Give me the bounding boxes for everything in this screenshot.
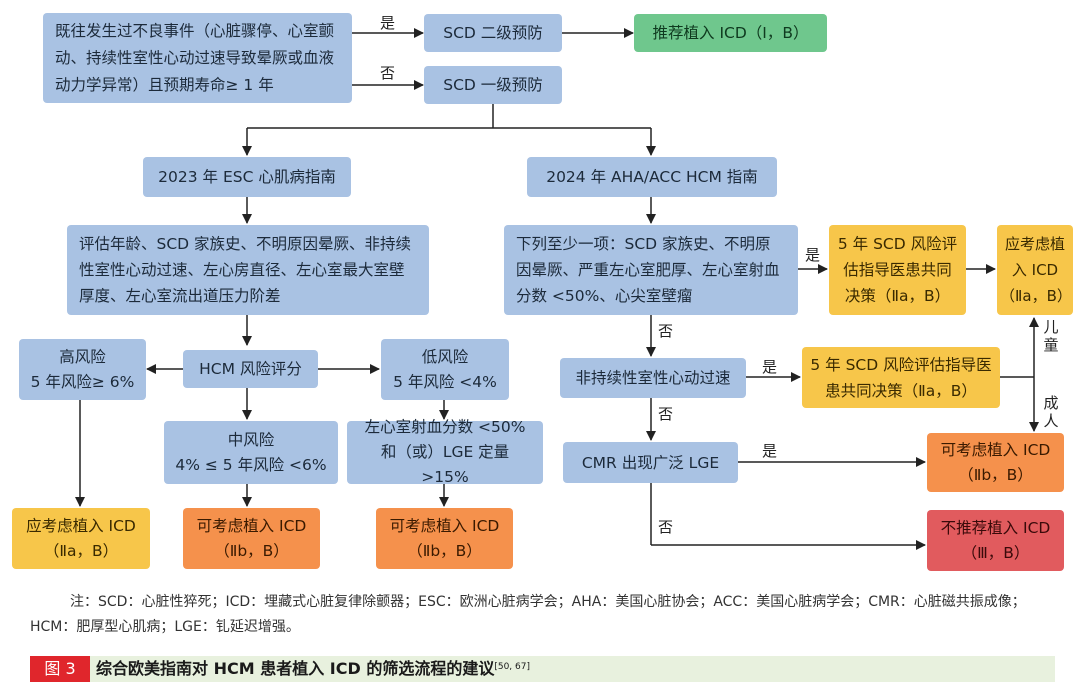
high-risk-box: 高风险 5 年风险≥ 6% (19, 339, 146, 400)
esc-guideline-box: 2023 年 ESC 心肌病指南 (143, 157, 351, 197)
label-yes: 是 (762, 442, 778, 460)
prior-event-box: 既往发生过不良事件（心脏骤停、心室颤动、持续性室性心动过速导致晕厥或血液动力学异… (43, 13, 352, 103)
should-consider-icd-right-box: 应考虑植入 ICD（Ⅱa，B） (997, 225, 1073, 315)
lvef-lge-box: 左心室射血分数 <50% 和（或）LGE 定量 >15% (347, 418, 543, 486)
label-no: 否 (658, 518, 674, 536)
should-consider-icd-text: 应考虑植入 ICD (26, 516, 136, 535)
not-recommend-icd-text: 不推荐植入 ICD (940, 518, 1051, 537)
may-consider-icd-low-box: 可考虑植入 ICD （Ⅱb，B） (376, 508, 513, 569)
may-consider-icd-mid-box: 可考虑植入 ICD （Ⅱb，B） (183, 508, 320, 569)
may-consider-icd-class: （Ⅱb，B） (958, 465, 1033, 484)
footnote: 注：SCD：心脏性猝死；ICD：埋藏式心脏复律除颤器；ESC：欧洲心脏病学会；A… (30, 590, 1055, 640)
aha-guideline-box: 2024 年 AHA/ACC HCM 指南 (527, 157, 777, 197)
recommend-icd-box: 推荐植入 ICD（Ⅰ，B） (634, 14, 827, 52)
mid-risk-value: 4% ≤ 5 年风险 <6% (175, 455, 327, 474)
mid-risk-box: 中风险 4% ≤ 5 年风险 <6% (164, 421, 338, 484)
high-risk-title: 高风险 (59, 347, 106, 366)
aha-criteria-box: 下列至少一项：SCD 家族史、不明原因晕厥、严重左心室肥厚、左心室射血分数 <5… (504, 225, 798, 315)
primary-prevention-box: SCD 一级预防 (424, 66, 562, 104)
should-consider-icd-left-box: 应考虑植入 ICD （Ⅱa，B） (12, 508, 150, 569)
low-risk-box: 低风险 5 年风险 <4% (381, 339, 509, 400)
label-no: 否 (380, 64, 396, 82)
label-yes: 是 (805, 246, 821, 264)
esc-assess-box: 评估年龄、SCD 家族史、不明原因晕厥、非持续性室性心动过速、左心房直径、左心室… (67, 225, 429, 315)
footnote-text: 注：SCD：心脏性猝死；ICD：埋藏式心脏复律除颤器；ESC：欧洲心脏病学会；A… (30, 594, 1026, 635)
may-consider-icd-class: （Ⅱb，B） (407, 541, 482, 560)
may-consider-icd-text: 可考虑植入 ICD (940, 440, 1051, 459)
hcm-risk-score-box: HCM 风险评分 (183, 350, 318, 388)
label-no: 否 (658, 322, 674, 340)
may-consider-icd-text: 可考虑植入 ICD (389, 516, 500, 535)
label-yes: 是 (762, 358, 778, 376)
mid-risk-title: 中风险 (227, 430, 275, 449)
label-yes: 是 (380, 14, 396, 32)
label-no: 否 (658, 405, 674, 423)
high-risk-value: 5 年风险≥ 6% (30, 372, 135, 391)
label-adults: 成人 (1043, 394, 1059, 430)
connector-lines (75, 28, 1039, 550)
low-risk-title: 低风险 (421, 347, 469, 366)
not-recommend-icd-class: （Ⅲ，B） (961, 543, 1030, 562)
secondary-prevention-box: SCD 二级预防 (424, 14, 562, 52)
cmr-lge-box: CMR 出现广泛 LGE (563, 442, 738, 483)
may-consider-icd-text: 可考虑植入 ICD (196, 516, 307, 535)
low-risk-value: 5 年风险 <4% (393, 372, 497, 391)
may-consider-icd-class: （Ⅱb，B） (214, 541, 289, 560)
lge-line: 和（或）LGE 定量 >15% (380, 443, 510, 486)
shared-decision-box: 5 年 SCD 风险评估指导医患共同决策（Ⅱa，B） (829, 225, 966, 315)
not-recommend-icd-box: 不推荐植入 ICD （Ⅲ，B） (927, 510, 1064, 571)
nsvt-box: 非持续性室性心动过速 (560, 358, 746, 398)
figure-title-text: 综合欧美指南对 HCM 患者植入 ICD 的筛选流程的建议 (96, 659, 495, 678)
may-consider-icd-right-box: 可考虑植入 ICD （Ⅱb，B） (927, 433, 1064, 492)
figure-caption: 图 3 综合欧美指南对 HCM 患者植入 ICD 的筛选流程的建议[50, 67… (30, 656, 1055, 682)
figure-number: 图 3 (30, 656, 90, 682)
figure-references: [50, 67] (494, 662, 530, 672)
shared-decision-2-box: 5 年 SCD 风险评估指导医患共同决策（Ⅱa，B） (802, 347, 1000, 408)
label-children: 儿童 (1043, 318, 1059, 354)
figure-title: 综合欧美指南对 HCM 患者植入 ICD 的筛选流程的建议[50, 67] (96, 656, 530, 682)
should-consider-icd-class: （Ⅱa，B） (43, 541, 119, 560)
lvef-line: 左心室射血分数 <50% (364, 418, 526, 436)
